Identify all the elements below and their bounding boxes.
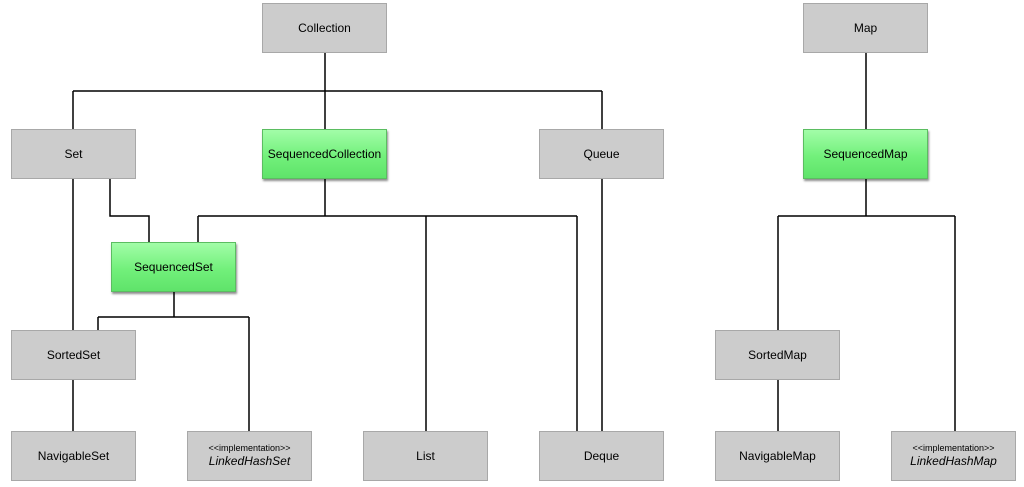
node-sorted-map: SortedMap: [715, 330, 840, 380]
node-map: Map: [803, 3, 928, 53]
node-navigable-set: NavigableSet: [11, 431, 136, 481]
node-sequenced-map: SequencedMap: [803, 129, 928, 179]
node-linked-hash-set: <<implementation>> LinkedHashSet: [187, 431, 312, 481]
node-linked-hash-map: <<implementation>> LinkedHashMap: [891, 431, 1016, 481]
node-sequenced-set: SequencedSet: [111, 242, 236, 292]
node-sequenced-collection: SequencedCollection: [262, 129, 387, 179]
implementation-name: LinkedHashSet: [208, 454, 291, 468]
stereotype-label: <<implementation>>: [912, 443, 995, 453]
node-list: List: [363, 431, 488, 481]
node-collection: Collection: [262, 3, 387, 53]
node-sorted-set: SortedSet: [11, 330, 136, 380]
node-navigable-map: NavigableMap: [715, 431, 840, 481]
node-deque: Deque: [539, 431, 664, 481]
node-queue: Queue: [539, 129, 664, 179]
stereotype-label: <<implementation>>: [208, 443, 291, 453]
implementation-name: LinkedHashMap: [910, 454, 997, 468]
node-set: Set: [11, 129, 136, 179]
edge-set-sequencedset: [109, 179, 150, 242]
